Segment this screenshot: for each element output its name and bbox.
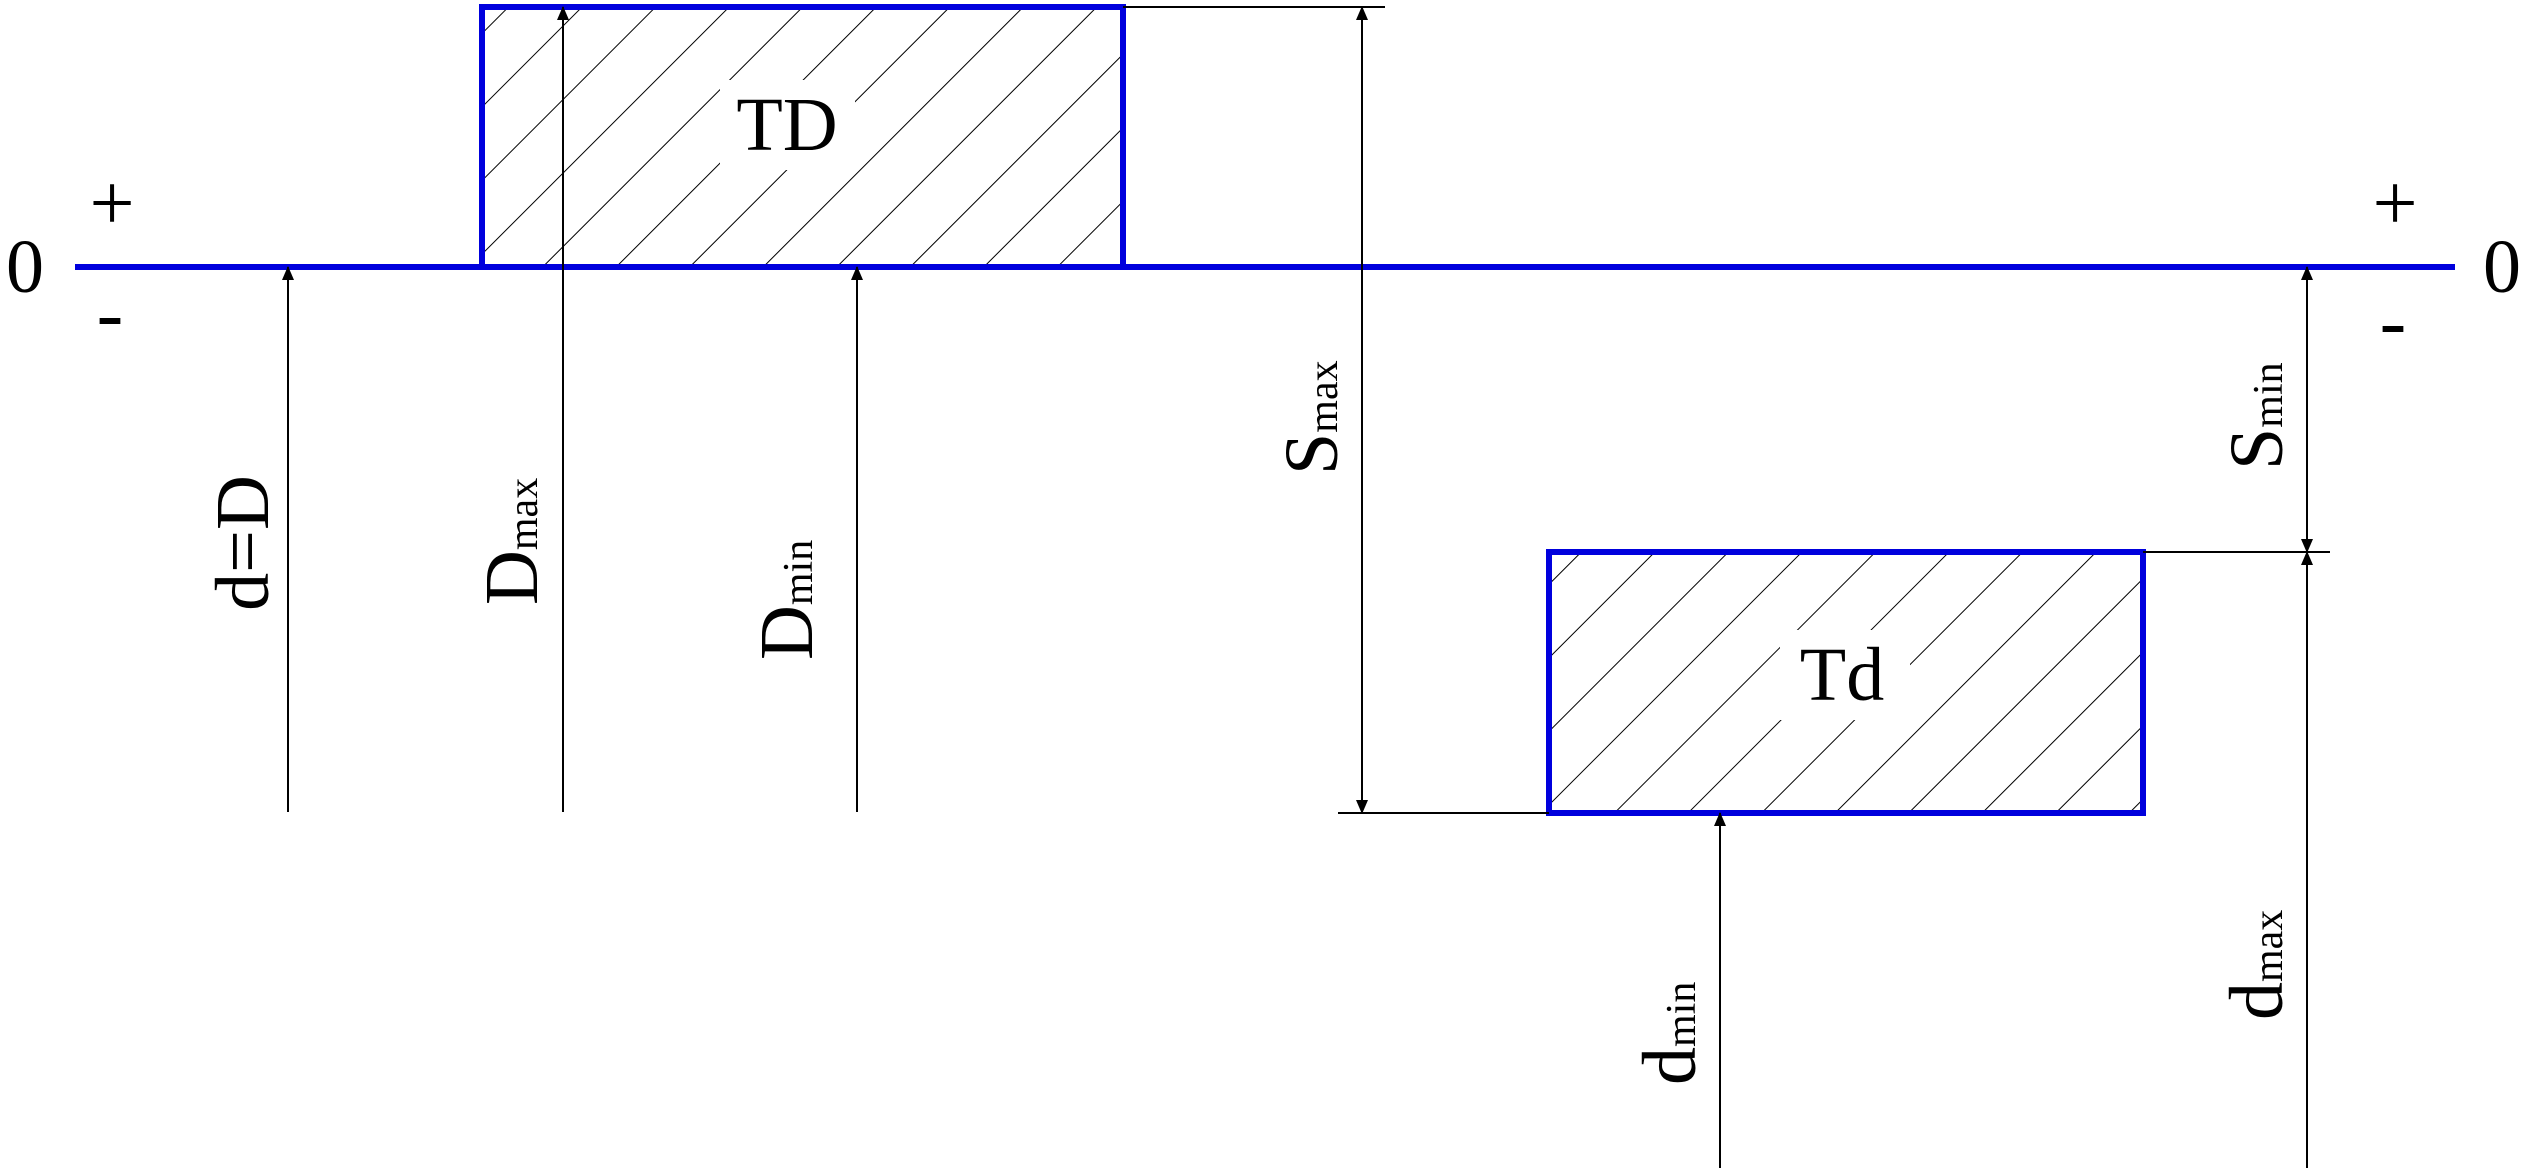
zero-line-labels: 0 0 + - + -	[6, 160, 2521, 366]
svg-text:dmin: dmin	[1628, 982, 1712, 1085]
svg-text:Smax: Smax	[1270, 360, 1354, 475]
dimension-labels: d=D Dmax Dmin Smax Smin dmin dmax	[201, 360, 2299, 1085]
zero-label-left: 0	[6, 225, 44, 309]
svg-text:Dmin: Dmin	[745, 540, 829, 660]
extension-lines	[1123, 6, 2330, 814]
shaft-zone-outline	[1546, 549, 2146, 816]
shaft-zone-label-bg	[1780, 630, 1910, 720]
dimension-lines	[282, 6, 2313, 1168]
zero-label-right: 0	[2483, 225, 2521, 309]
svg-text:d=D: d=D	[201, 475, 285, 611]
label-d-min: dmin	[1628, 982, 1712, 1085]
label-D-min: Dmin	[745, 540, 829, 660]
shaft-zone-label: Td	[1800, 633, 1884, 717]
label-nominal: d=D	[201, 475, 285, 611]
plus-sign-left: +	[89, 160, 134, 248]
svg-text:Dmax: Dmax	[470, 478, 554, 605]
hole-zone-label-bg	[720, 80, 855, 170]
hole-zone-label: TD	[736, 83, 837, 167]
svg-text:Smin: Smin	[2215, 362, 2299, 470]
svg-text:dmax: dmax	[2215, 910, 2299, 1020]
plus-sign-right: +	[2372, 160, 2417, 248]
minus-sign-left: -	[97, 270, 124, 358]
label-D-max: Dmax	[470, 478, 554, 605]
label-S-min: Smin	[2215, 362, 2299, 470]
label-S-max: Smax	[1270, 360, 1354, 475]
label-d-max: dmax	[2215, 910, 2299, 1020]
hole-tolerance-zone: TD	[479, 4, 1126, 270]
minus-sign-right: -	[2380, 278, 2407, 366]
shaft-tolerance-zone: Td	[1546, 549, 2146, 816]
